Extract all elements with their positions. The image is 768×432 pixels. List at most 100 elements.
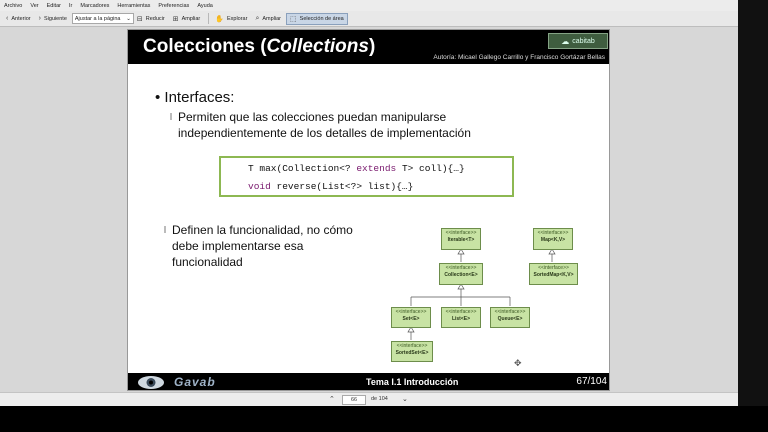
footer-title: Tema I.1 Introducción [366,377,459,387]
collection-name: Collection<E> [444,272,478,278]
zoom-in-icon: ⊞ [172,15,179,23]
slide-page-number: 67/104 [576,376,607,387]
status-bar: ⌃ 66 de 104 ⌄ [0,392,738,406]
cloud-icon: ☁ [561,36,570,46]
bullet-interfaces: • Interfaces: [155,89,235,106]
stereotype-label: <<interface>> [538,265,569,271]
menu-editar[interactable]: Editar [46,2,61,9]
uml-sortedmap: <<interface>> SortedMap<K,V> [529,263,578,285]
iterable-name: Iterable<T> [447,237,475,243]
explore-label: Explorar [226,15,248,22]
stereotype-label: <<interface>> [445,265,477,271]
menu-preferencias[interactable]: Preferencias [158,2,190,9]
title-prefix: Colecciones ( [143,36,267,57]
move-cursor-icon: ✥ [514,358,522,368]
code-line-max: T max(Collection<? extends T> coll){…} [248,163,465,174]
sub-bullet-permiten: Permiten que las colecciones puedan mani… [170,109,538,141]
slide-page: Colecciones (Collections) ☁ cabitab Auto… [127,29,610,391]
select-area-button[interactable]: ⬚ Selección de área [286,12,348,25]
sub-bullet-mark [170,113,172,120]
explore-button[interactable]: ✋ Explorar [212,13,250,25]
desktop-background [0,406,768,432]
chevron-left-icon: ‹ [6,15,9,22]
menu-ver[interactable]: Ver [30,2,39,9]
title-suffix: ) [368,36,376,57]
stereotype-label: <<interface>> [537,230,569,236]
enlarge-button[interactable]: ⊞ Ampliar [170,13,204,25]
slide-title: Colecciones (Collections) [143,36,375,58]
next-label: Siguiente [43,15,67,22]
code2-post: reverse(List<?> list){…} [270,181,414,192]
author-line: Autoría: Micael Gallego Carrillo y Franc… [433,54,605,61]
sub-bullet-text: Permiten que las colecciones puedan mani… [178,110,471,140]
uml-set: <<interface>> Set<E> [391,307,431,328]
brand-gavab: Gavab [174,375,216,389]
desktop-background [738,0,768,432]
uml-iterable: <<interface>> Iterable<T> [441,228,481,250]
zoom-select[interactable]: Ajustar a la página ⌄ [71,13,134,24]
zoom-out-icon: ⊟ [136,15,143,23]
magnifier-icon: ⌕ [255,14,260,22]
back-button[interactable]: ‹ Anterior [3,13,34,25]
menu-ir[interactable]: Ir [68,2,73,9]
stereotype-label: <<interface>> [445,309,477,315]
map-name: Map<K,V> [540,237,566,243]
menu-marcadores[interactable]: Marcadores [80,2,110,9]
hand-icon: ✋ [215,15,224,23]
code1-keyword: extends [356,163,397,174]
page-number-input[interactable]: 66 [342,395,366,405]
pdf-viewer-window: Archivo Ver Editar Ir Marcadores Herrami… [0,0,738,406]
sortedset-name: SortedSet<E> [395,350,429,356]
menu-archivo[interactable]: Archivo [4,2,23,9]
toolbar: ‹ Anterior › Siguiente Ajustar a la pági… [0,11,738,27]
code1-post: T> coll){…} [396,163,465,174]
back-label: Anterior [11,15,31,22]
title-italic: Collections [266,36,369,57]
enlarge-label: Ampliar [181,15,201,22]
queue-name: Queue<E> [497,316,523,322]
list-name: List<E> [451,316,471,322]
selection-icon: ⬚ [290,15,297,23]
menu-ayuda[interactable]: Ayuda [197,2,213,9]
select-area-label: Selección de área [299,15,344,22]
zoom-value: Ajustar a la página [74,15,121,22]
stereotype-label: <<interface>> [396,343,428,349]
slide-header: Colecciones (Collections) ☁ cabitab Auto… [128,30,609,64]
set-name: Set<E> [402,316,420,322]
code2-keyword: void [248,181,271,192]
cabitab-logo: ☁ cabitab [548,33,608,49]
reduce-button[interactable]: ⊟ Reducir [134,13,168,25]
next-page-icon[interactable]: ⌄ [402,396,408,403]
code1-pre: T max(Collection<? [248,163,357,174]
uml-list: <<interface>> List<E> [441,307,481,328]
sortedmap-name: SortedMap<K,V> [533,272,574,278]
sub-bullet-mark [164,226,166,233]
previous-page-icon[interactable]: ⌃ [329,396,335,403]
stereotype-label: <<interface>> [494,309,526,315]
document-view[interactable]: Colecciones (Collections) ☁ cabitab Auto… [0,27,738,392]
chevron-right-icon: › [38,15,41,22]
sub-bullet-definen: Definen la funcionalidad, no cómo debe i… [164,222,372,270]
chevron-down-icon: ⌄ [126,15,131,22]
gavab-eye-icon [138,376,164,389]
code-line-reverse: void reverse(List<?> list){…} [248,181,413,192]
page-total-label: de 104 [371,396,388,402]
next-button[interactable]: › Siguiente [36,13,70,25]
uml-collection: <<interface>> Collection<E> [439,263,483,285]
uml-queue: <<interface>> Queue<E> [490,307,530,328]
uml-map: <<interface>> Map<K,V> [533,228,573,250]
magnify-label: Ampliar [262,15,282,22]
reduce-label: Reducir [145,15,165,22]
uml-sortedset: <<interface>> SortedSet<E> [391,341,433,362]
slide-footer: Gavab Tema I.1 Introducción 67/104 [128,373,609,390]
stereotype-label: <<interface>> [395,309,427,315]
magnify-button[interactable]: ⌕ Ampliar [252,13,284,25]
toolbar-divider [208,13,210,24]
stereotype-label: <<interface>> [445,230,477,236]
menu-bar: Archivo Ver Editar Ir Marcadores Herrami… [0,0,738,11]
menu-herramientas[interactable]: Herramientas [117,2,151,9]
uml-connectors [407,248,556,340]
logo-text: cabitab [572,37,595,45]
code-box: T max(Collection<? extends T> coll){…} v… [219,156,514,197]
sub-bullet-text: Definen la funcionalidad, no cómo debe i… [172,223,353,269]
